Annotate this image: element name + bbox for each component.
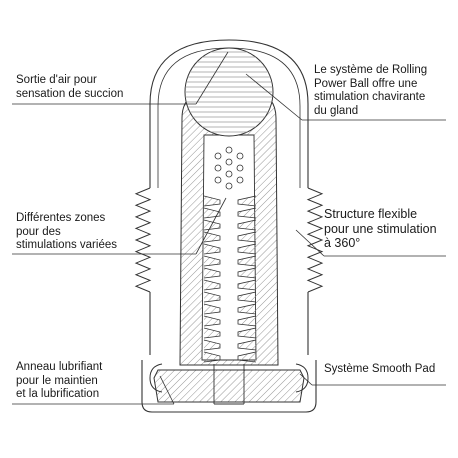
rib [203,327,257,339]
leader-ball-diag [245,73,303,121]
leader-ring-diag [159,375,175,405]
rib [203,351,257,363]
nub [236,164,244,172]
label-smooth-pad: Système Smooth Pad [324,363,436,375]
ring-clip-left [149,363,163,393]
leader-air-outlet-diag [195,51,229,105]
base-channel [213,364,245,405]
lubricating-ring [153,369,305,403]
bellows-left [134,187,152,293]
rib [203,243,257,255]
bellows [134,187,324,293]
nub [225,158,233,166]
stimulation-nubs [214,146,244,190]
rib [203,303,257,315]
nub [225,182,233,190]
nub [225,146,233,154]
rib [203,219,257,231]
label-zones: Différentes zones pour des stimulations … [16,212,117,251]
label-rolling-ball: Le système de Rolling Power Ball offre u… [314,64,428,117]
smooth-pad [295,363,309,393]
leader-flex-diag [295,229,325,257]
rib [203,339,257,351]
rib [203,231,257,243]
leader-smooth-pad-diag [299,373,313,386]
rib [203,195,257,207]
rib [203,267,257,279]
leader-lines [12,51,446,405]
bellows-right [306,187,324,293]
stimulation-ribs [203,195,257,363]
nub [225,170,233,178]
nub [214,164,222,172]
label-flex-structure: Structure flexible pour une stimulation … [324,207,437,250]
rib [203,255,257,267]
nub [236,176,244,184]
nub [214,176,222,184]
label-air-outlet: Sortie d'air pour sensation de succion [16,74,124,100]
label-ring: Anneau lubrifiant pour le maintien et la… [16,361,103,400]
rib [203,291,257,303]
rib [203,279,257,291]
nub [214,152,222,160]
outer-casing [149,39,309,188]
lower-casing [141,292,317,413]
leader-zones-diag [195,197,227,255]
rib [203,315,257,327]
nub [236,152,244,160]
